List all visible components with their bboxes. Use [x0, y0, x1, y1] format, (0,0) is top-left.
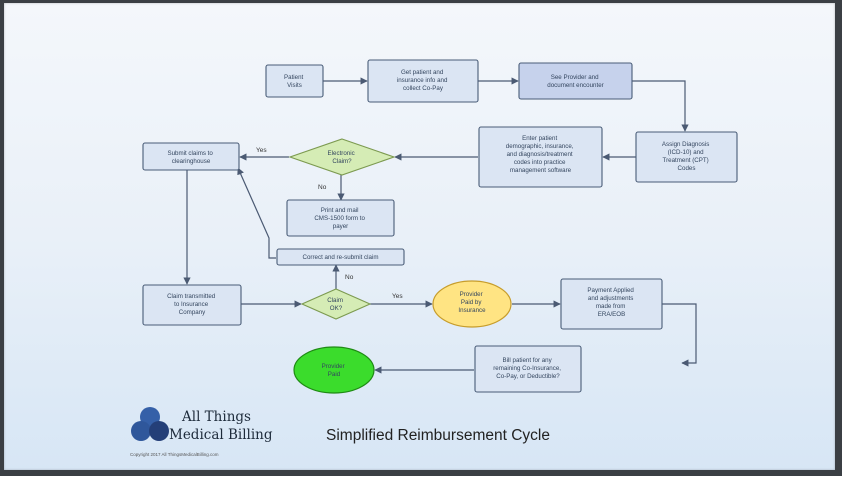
node-correct-resubmit: Correct and re-submit claim: [276, 248, 405, 266]
node-text: Payment Applied and adjustments made fro…: [587, 287, 635, 318]
edge-label-yes-claimok: Yes: [392, 293, 403, 300]
logo-circle-right: [149, 421, 169, 441]
node-provider-paid-final: Provider Paid: [293, 346, 375, 394]
node-text: Provider Paid by Insurance: [458, 291, 486, 314]
node-text: Claim OK?: [327, 297, 345, 312]
node-patient-visits: Patient Visits: [265, 64, 324, 98]
copyright-text: Copyright 2017 All ThingsMedicalBilling.…: [130, 452, 219, 457]
brand-name-line1: All Things: [181, 409, 251, 425]
edge-payment-to-bill: [662, 303, 697, 367]
logo-circle-left: [131, 421, 151, 441]
flow-edges: [183, 77, 697, 374]
node-enter-patient-data: Enter patient demographic, insurance, an…: [478, 126, 603, 188]
node-print-mail-cms1500: Print and mail CMS-1500 form to payer: [286, 199, 395, 237]
node-text: Submit claims to clearinghouse: [167, 150, 214, 165]
node-text: Bill patient for any remaining Co-Insura…: [493, 357, 563, 380]
node-see-provider: See Provider and document encounter: [518, 62, 633, 100]
brand-name-line2: Medical Billing: [169, 427, 273, 443]
node-text: Enter patient demographic, insurance, an…: [506, 135, 576, 174]
node-text: Claim transmitted to Insurance Company: [167, 293, 217, 316]
node-text: Print and mail CMS-1500 form to payer: [314, 207, 366, 230]
reimbursement-flowchart: Yes No Yes No Patient Visits Get patient…: [130, 59, 738, 457]
node-claim-transmitted: Claim transmitted to Insurance Company: [142, 284, 242, 326]
node-text: Electronic Claim?: [328, 150, 357, 165]
edge-label-no-electronic: No: [318, 184, 327, 191]
edge-provider-to-codes: [632, 80, 689, 132]
node-text: Get patient and insurance info and colle…: [397, 69, 449, 92]
diagram-caption: Simplified Reimbursement Cycle: [326, 427, 550, 444]
node-assign-codes: Assign Diagnosis (ICD-10) and Treatment …: [635, 131, 738, 183]
node-payment-applied: Payment Applied and adjustments made fro…: [560, 278, 663, 330]
node-text: Patient Visits: [284, 74, 305, 89]
edge-label-yes-electronic: Yes: [256, 147, 267, 154]
edge-label-no-claimok: No: [345, 274, 354, 281]
node-text: See Provider and document encounter: [547, 74, 603, 89]
brand-logo: [131, 407, 169, 441]
node-get-insurance-info: Get patient and insurance info and colle…: [367, 59, 479, 103]
node-claim-ok-decision: Claim OK?: [300, 288, 372, 320]
edge-correct-to-clearinghouse: [237, 167, 276, 259]
node-electronic-claim-decision: Electronic Claim?: [288, 138, 396, 176]
node-text: Assign Diagnosis (ICD-10) and Treatment …: [662, 141, 711, 172]
node-provider-paid-by-insurance: Provider Paid by Insurance: [432, 280, 512, 328]
node-text: Correct and re-submit claim: [303, 254, 379, 261]
node-bill-patient: Bill patient for any remaining Co-Insura…: [474, 345, 582, 393]
node-text: Provider Paid: [322, 363, 347, 378]
node-submit-clearinghouse: Submit claims to clearinghouse: [142, 142, 240, 171]
